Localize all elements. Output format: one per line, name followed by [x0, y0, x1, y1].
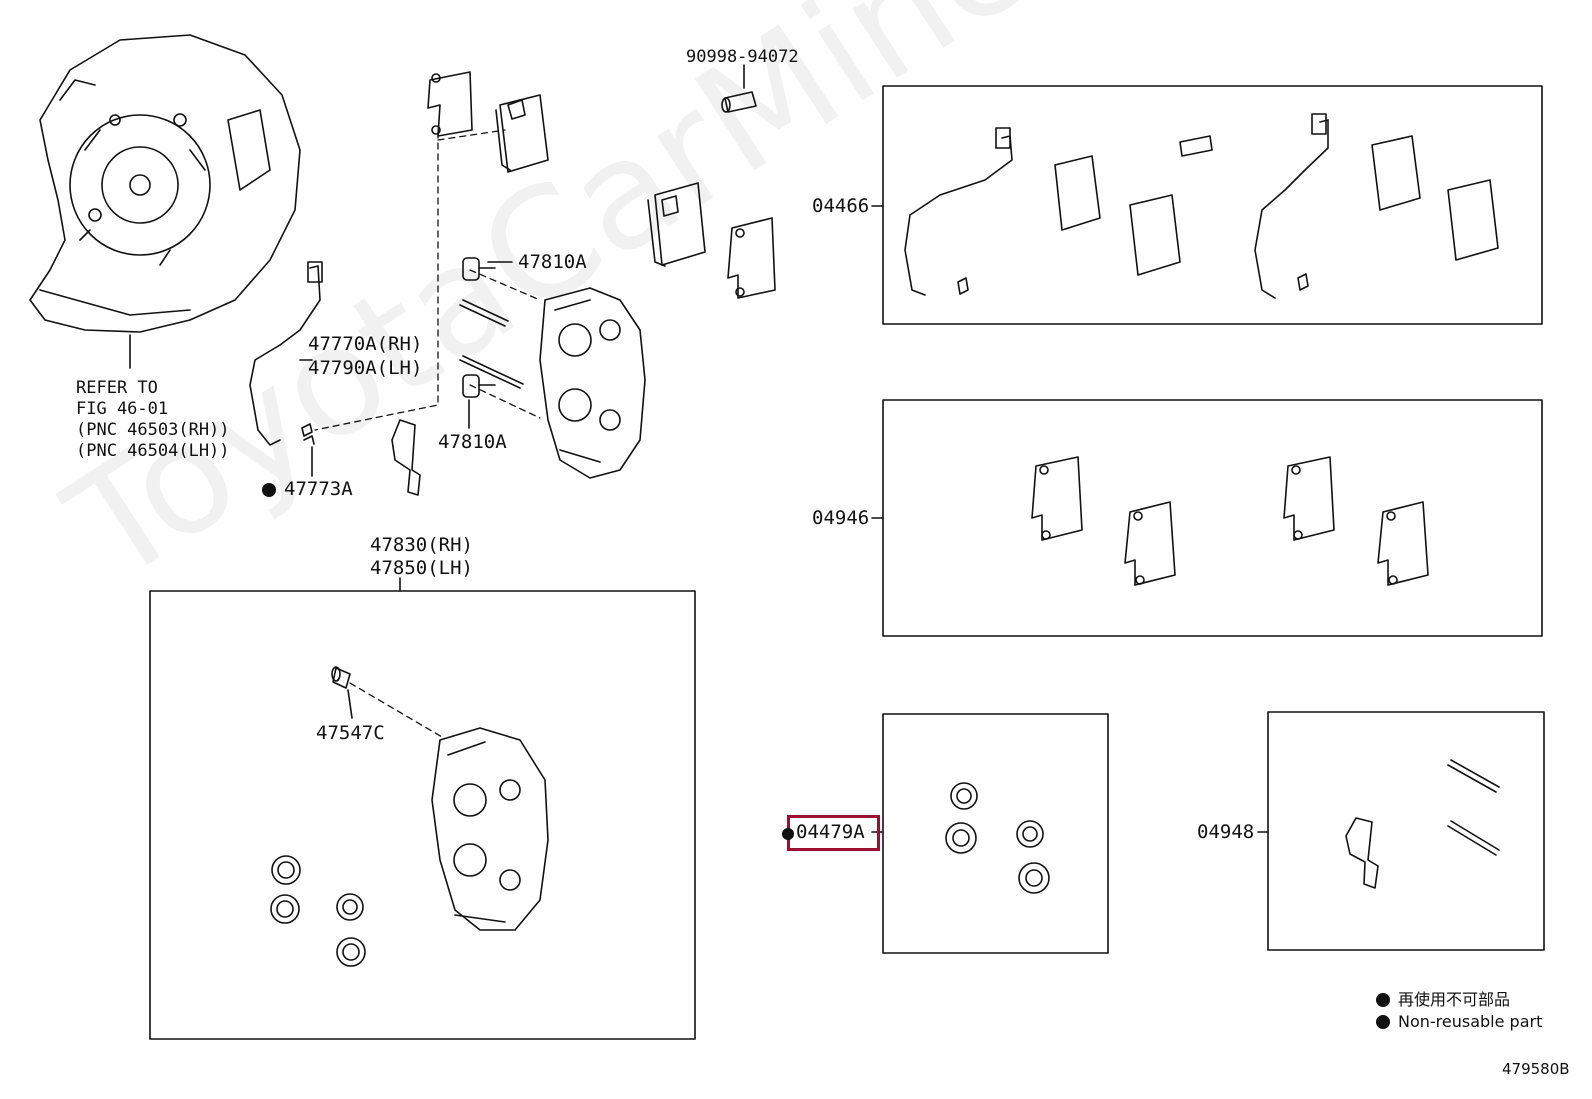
part-label-90998-94072[interactable]: 90998-94072	[686, 47, 799, 67]
piston-seals	[270, 855, 366, 967]
kit-box-04466	[882, 85, 1543, 325]
pin-sleeve	[721, 91, 757, 113]
part-label-47773a[interactable]: 47773A	[262, 478, 353, 500]
non-reusable-icon	[1376, 1015, 1390, 1029]
part-label-47770a[interactable]: 47770A(RH)	[308, 333, 423, 355]
dust-cover-drawing	[29, 34, 301, 369]
kit-box-04946	[882, 399, 1543, 637]
wear-sensor	[249, 261, 323, 446]
non-reusable-icon	[262, 483, 276, 497]
legend-en: Non-reusable part	[1376, 1012, 1542, 1031]
brake-pad-mid	[647, 182, 706, 267]
brake-pad-top	[495, 94, 549, 173]
legend-jp-text: 再使用不可部品	[1398, 990, 1511, 1009]
caliper-assembly-box	[149, 590, 696, 1040]
kit-box-04479a	[882, 713, 1109, 954]
part-label-47547c[interactable]: 47547C	[316, 722, 385, 744]
part-label-47830[interactable]: 47830(RH)	[370, 534, 473, 556]
part-label-47850[interactable]: 47850(LH)	[370, 557, 473, 579]
refer-note-line1: REFER TO	[76, 378, 158, 398]
refer-note-line2[interactable]: FIG 46-01	[76, 399, 169, 419]
anti-rattle-spring	[391, 419, 421, 496]
pad-shim-mid	[727, 217, 776, 299]
refer-note-line4: (PNC 46504(LH))	[76, 441, 230, 461]
kit-04466-parts	[904, 113, 1499, 299]
pad-shim-top	[427, 71, 473, 137]
part-label-47773a-text: 47773A	[284, 478, 353, 500]
part-label-04946[interactable]: 04946	[812, 507, 870, 529]
kit-04479a-seals	[945, 782, 1050, 894]
part-label-04466[interactable]: 04466	[812, 195, 870, 217]
part-label-47810a-bottom[interactable]: 47810A	[438, 431, 507, 453]
part-label-04948[interactable]: 04948	[1197, 821, 1255, 843]
refer-note-line3: (PNC 46503(RH))	[76, 420, 230, 440]
non-reusable-icon	[782, 828, 794, 840]
part-label-47790a[interactable]: 47790A(LH)	[308, 357, 423, 379]
part-label-04479a-text: 04479A	[796, 821, 865, 843]
non-reusable-icon	[1376, 993, 1390, 1007]
kit-04948-parts	[1345, 759, 1500, 889]
legend-jp: 再使用不可部品	[1376, 986, 1510, 1010]
caliper-bolt-bottom	[462, 374, 496, 398]
caliper-bottom	[431, 727, 549, 931]
kit-04946-shims	[1031, 456, 1429, 586]
part-label-04479a[interactable]: 04479A	[782, 821, 865, 843]
caliper-top	[539, 287, 646, 479]
caliper-bolt-top	[462, 257, 496, 281]
sensor-clip	[301, 423, 315, 445]
bleeder-plug	[331, 666, 351, 689]
part-label-47810a-top[interactable]: 47810A	[518, 251, 587, 273]
legend-en-text: Non-reusable part	[1398, 1012, 1543, 1031]
kit-box-04948	[1267, 711, 1545, 951]
figure-code: 479580B	[1502, 1060, 1570, 1078]
